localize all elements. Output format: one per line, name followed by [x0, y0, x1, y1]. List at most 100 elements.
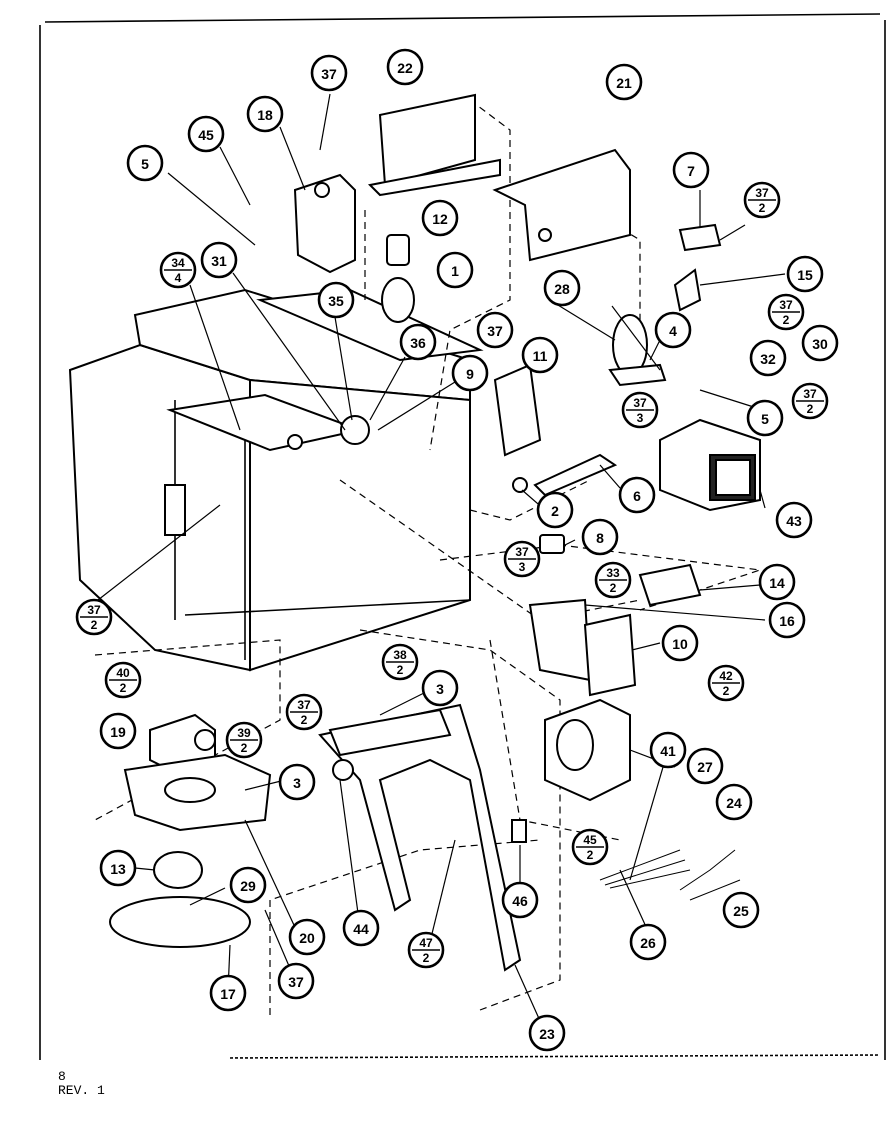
- callout-label: 24: [726, 795, 742, 811]
- callout-denominator: 2: [587, 848, 594, 862]
- callout-denominator: 2: [120, 681, 127, 695]
- callout-label: 18: [257, 107, 273, 123]
- cord-6: [533, 453, 618, 497]
- callout-c37a: 37: [310, 54, 348, 92]
- callout-c37c: 37: [277, 962, 315, 1000]
- callout-label: 12: [432, 211, 448, 227]
- callout-c31: 31: [200, 241, 238, 279]
- callout-c10: 10: [661, 624, 699, 662]
- callout-label: 3: [293, 775, 301, 791]
- callout-label: 43: [786, 513, 802, 529]
- callout-label: 17: [220, 986, 236, 1002]
- bracket-21: [492, 148, 631, 262]
- fraction-callout-f37_2a: 372: [75, 598, 113, 636]
- callout-c37b: 37: [476, 311, 514, 349]
- callout-numerator: 34: [171, 256, 185, 270]
- fraction-callout-f37_3b: 373: [503, 540, 541, 578]
- wires-26: [599, 849, 691, 889]
- callout-label: 22: [397, 60, 413, 76]
- fraction-callout-f45_2: 452: [571, 828, 609, 866]
- callout-c32: 32: [749, 339, 787, 377]
- cover-17: [109, 896, 251, 948]
- callout-label: 4: [669, 323, 677, 339]
- callout-c18: 18: [246, 95, 284, 133]
- callout-label: 13: [110, 861, 126, 877]
- callout-c46: 46: [501, 881, 539, 919]
- callout-c30: 30: [801, 324, 839, 362]
- socket-12: [386, 234, 410, 266]
- switch-7: [678, 223, 722, 252]
- callout-label: 1: [451, 263, 459, 279]
- fraction-callout-f37_2b: 372: [743, 181, 781, 219]
- callout-c7: 7: [672, 151, 710, 189]
- callout-label: 14: [769, 575, 785, 591]
- callout-c6: 6: [618, 476, 656, 514]
- callout-denominator: 2: [397, 663, 404, 677]
- callout-label: 10: [672, 636, 688, 652]
- revision-label: REV. 1: [58, 1083, 105, 1098]
- callout-c36: 36: [399, 323, 437, 361]
- callout-label: 30: [812, 336, 828, 352]
- callout-c16: 16: [768, 601, 806, 639]
- callout-label: 41: [660, 743, 676, 759]
- callout-group: 1233455678910111213141516171819202122232…: [75, 48, 839, 1052]
- callout-label: 5: [141, 156, 149, 172]
- callout-label: 11: [533, 348, 548, 364]
- callout-c44: 44: [342, 909, 380, 947]
- callout-c23: 23: [528, 1014, 566, 1052]
- part-8: [539, 534, 565, 554]
- callout-label: 7: [687, 163, 695, 179]
- callout-numerator: 40: [116, 666, 130, 680]
- callout-c9: 9: [451, 354, 489, 392]
- callout-label: 26: [640, 935, 656, 951]
- fraction-callout-f42_2: 422: [707, 664, 745, 702]
- part-shapes: [109, 93, 761, 972]
- fraction-callout-f39_2: 392: [225, 721, 263, 759]
- callout-denominator: 2: [610, 581, 617, 595]
- callout-c13: 13: [99, 849, 137, 887]
- callout-label: 28: [554, 281, 570, 297]
- callout-c5a: 5: [126, 144, 164, 182]
- callout-label: 46: [512, 893, 528, 909]
- bracket-4: [608, 363, 667, 387]
- callout-denominator: 3: [519, 560, 526, 574]
- callout-denominator: 2: [91, 618, 98, 632]
- callout-c1: 1: [436, 251, 474, 289]
- callout-label: 2: [551, 503, 559, 519]
- callout-numerator: 37: [755, 186, 769, 200]
- callout-numerator: 39: [237, 726, 251, 740]
- callout-numerator: 37: [779, 298, 793, 312]
- callout-c17: 17: [209, 974, 247, 1012]
- cabinet-frame: [68, 288, 484, 672]
- callout-label: 9: [466, 366, 474, 382]
- wires-25: [679, 849, 741, 901]
- callout-c11: 11: [521, 336, 559, 374]
- callout-c26: 26: [629, 923, 667, 961]
- callout-c3b: 3: [278, 763, 316, 801]
- callout-denominator: 3: [637, 411, 644, 425]
- callout-denominator: 2: [783, 313, 790, 327]
- page-border: [39, 13, 886, 1060]
- leader-lines: [97, 93, 786, 1033]
- callout-numerator: 37: [803, 387, 817, 401]
- callout-label: 16: [779, 613, 795, 629]
- callout-label: 37: [321, 66, 337, 82]
- callout-c2: 2: [536, 491, 574, 529]
- callout-c12: 12: [421, 199, 459, 237]
- callout-c28: 28: [543, 269, 581, 307]
- callout-c21: 21: [605, 63, 643, 101]
- callout-label: 37: [288, 974, 304, 990]
- bracket-16: [528, 598, 592, 682]
- callout-c25: 25: [722, 891, 760, 929]
- callout-label: 35: [328, 293, 344, 309]
- fraction-callout-f34_4: 344: [159, 251, 197, 289]
- callout-label: 5: [761, 411, 769, 427]
- callout-numerator: 37: [633, 396, 647, 410]
- relay-14: [638, 563, 702, 607]
- callout-label: 32: [760, 351, 776, 367]
- callout-label: 8: [596, 530, 604, 546]
- bracket-15: [673, 268, 702, 312]
- board-10: [583, 613, 637, 697]
- callout-c43: 43: [775, 501, 813, 539]
